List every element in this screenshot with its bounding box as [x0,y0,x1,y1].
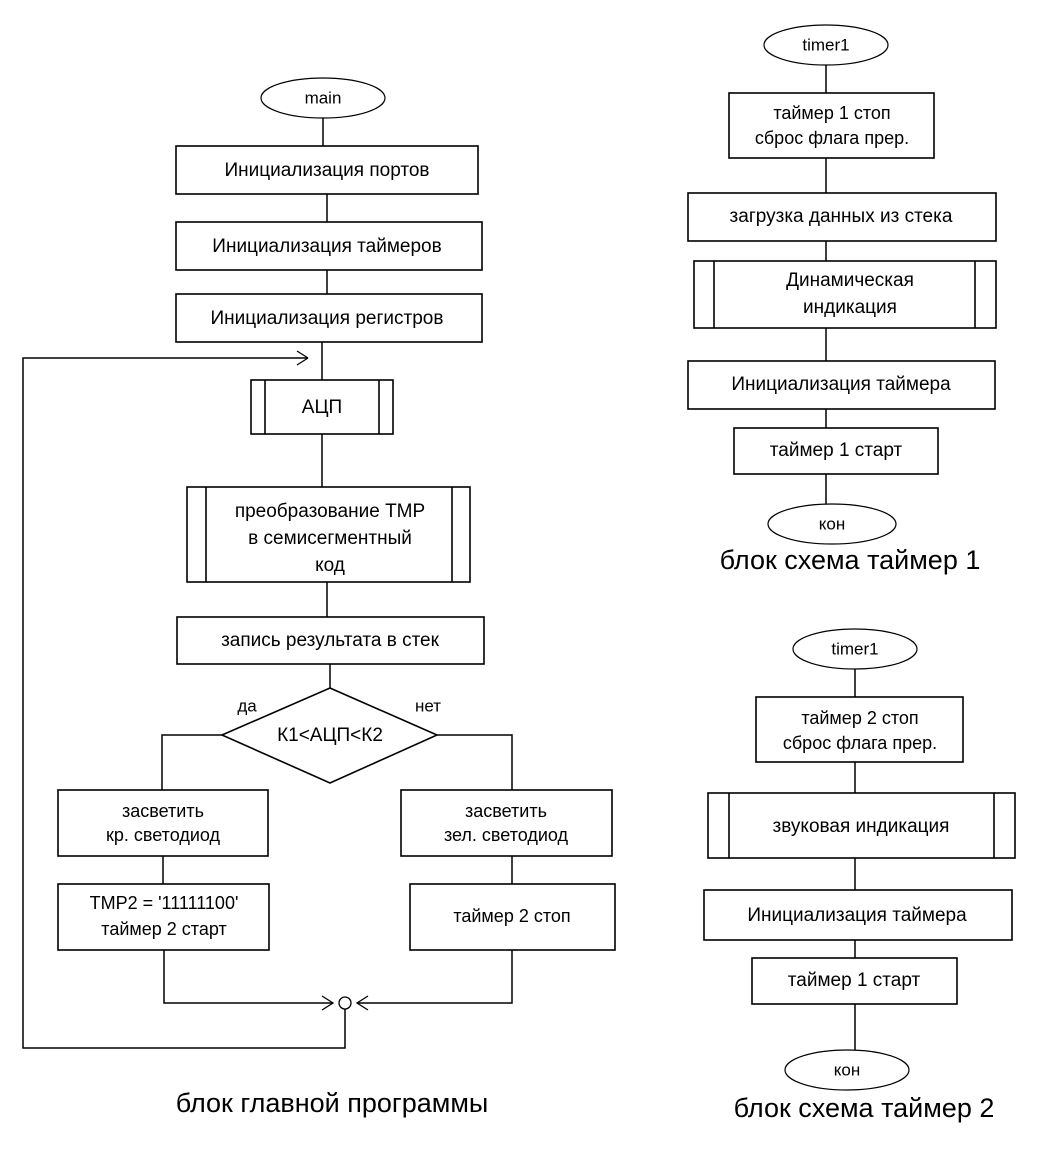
timer1-stop-line2: сброс флага прер. [755,128,909,148]
process-light-red-led: засветить кр. светодиод [57,789,269,857]
process-init-registers-label: Инициализация регистров [211,308,444,329]
process-write-stack: запись результата в стек [176,616,485,665]
main-start-label: main [305,88,342,107]
process-light-red-led-line1: засветить [122,801,204,821]
process-light-green-led: засветить зел. светодиод [400,789,613,857]
connector-decision-no [437,734,513,790]
process-light-green-led-line1: засветить [465,801,547,821]
loop-back-arrow [296,350,309,366]
timer1-end-label: кон [819,514,845,533]
timer1-process-init-timer: Инициализация таймера [687,360,996,410]
process-tmp2-line1: TMP2 = '11111100' [90,893,239,913]
process-light-red-led-line2: кр. светодиод [106,825,220,845]
timer1-indication-line2: индикация [803,297,897,318]
timer1-start-label: timer1 [802,35,849,54]
timer2-end-label: кон [834,1060,860,1079]
timer2-process-init-timer: Инициализация таймера [703,889,1013,941]
subroutine-convert: преобразование TMP в семисегментный код [186,486,471,583]
subroutine-convert-line3: код [315,555,345,576]
timer1-indication-line1: Динамическая [786,270,914,291]
timer2-start-terminator: timer1 [792,628,918,670]
timer2-process-stop: таймер 2 стоп сброс флага прер. [755,696,964,763]
process-timer2-stop-label: таймер 2 стоп [453,906,570,926]
process-timer2-stop: таймер 2 стоп [409,883,616,951]
timer2-end-terminator: кон [784,1049,910,1091]
branch-label-no: нет [415,696,441,715]
process-light-green-led-line2: зел. светодиод [444,825,569,845]
main-start-terminator: main [260,77,386,119]
timer2-start-timer-label: таймер 1 старт [788,970,921,991]
process-write-stack-label: запись результата в стек [221,630,440,651]
timer1-load-stack-label: загрузка данных из стека [730,206,953,227]
process-init-registers: Инициализация регистров [175,293,483,343]
timer2-start-label: timer1 [831,639,878,658]
timer2-init-timer-label: Инициализация таймера [747,905,967,926]
timer1-end-terminator: кон [767,503,897,545]
decision-label: К1<АЦП<К2 [277,725,383,746]
process-tmp2-timer2-start: TMP2 = '11111100' таймер 2 старт [57,883,270,951]
process-init-ports: Инициализация портов [175,145,479,195]
connector-yes-to-merge [163,950,333,1004]
merge-arrowhead-right [355,995,369,1011]
timer2-sound-indication-label: звуковая индикация [773,816,950,837]
timer1-start-terminator: timer1 [763,24,889,66]
timer2-stop-line1: таймер 2 стоп [801,708,918,728]
timer1-init-timer-label: Инициализация таймера [731,374,951,395]
process-init-ports-label: Инициализация портов [224,160,429,181]
timer1-subroutine-dynamic-indication: Динамическая индикация [693,260,997,329]
subroutine-convert-line2: в семисегментный [248,528,412,549]
branch-label-yes: да [237,696,257,715]
subroutine-adc: АЦП [250,379,394,435]
timer2-process-start-timer: таймер 1 старт [751,957,958,1005]
timer1-start-timer-label: таймер 1 старт [770,440,903,461]
connector-no-to-merge [358,950,513,1004]
timer1-stop-line1: таймер 1 стоп [773,103,890,123]
timer1-process-load-stack: загрузка данных из стека [687,192,997,242]
merge-junction-node [338,996,352,1010]
decision-adc-range: К1<АЦП<К2 [220,687,439,784]
timer2-subroutine-sound-indication: звуковая индикация [707,792,1016,859]
timer1-process-stop: таймер 1 стоп сброс флага прер. [728,92,935,159]
process-tmp2-line2: таймер 2 старт [101,919,226,939]
process-init-timers-label: Инициализация таймеров [212,236,441,257]
subroutine-convert-line1: преобразование TMP [235,501,425,522]
merge-arrowhead-left [321,995,335,1011]
process-init-timers: Инициализация таймеров [175,221,483,271]
timer2-stop-line2: сброс флага прер. [783,733,937,753]
caption-timer2: блок схема таймер 2 [734,1093,995,1123]
subroutine-adc-label: АЦП [302,397,342,418]
connector-loop-back-to-adc [22,357,346,1049]
caption-timer1: блок схема таймер 1 [720,545,981,575]
timer1-process-start-timer: таймер 1 старт [733,427,939,475]
caption-main-program: блок главной программы [176,1088,489,1118]
connector-decision-yes [161,734,222,790]
